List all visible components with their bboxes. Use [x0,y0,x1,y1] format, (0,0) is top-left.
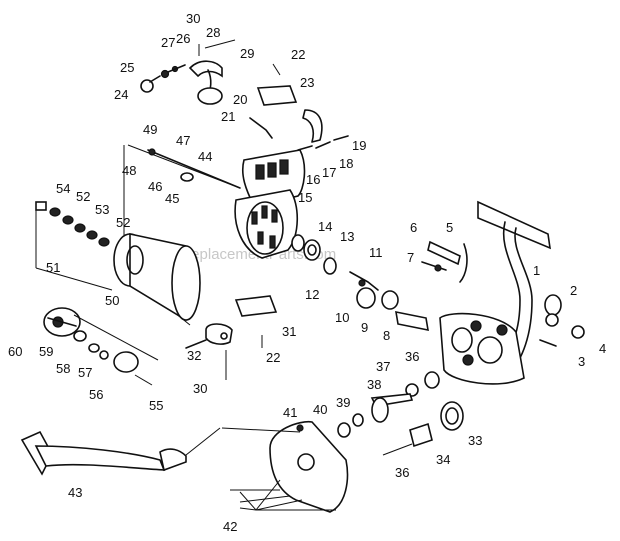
label-27: 27 [161,35,175,50]
label-43: 43 [68,485,82,500]
label-15: 15 [298,190,312,205]
spool [113,233,201,322]
side-cover [230,421,349,513]
pinion-gear [356,287,429,332]
label-12: 12 [305,287,319,302]
label-33: 33 [468,433,482,448]
label-2: 2 [570,283,577,298]
label-58: 58 [56,361,70,376]
label-13: 13 [340,229,354,244]
label-29: 29 [240,46,254,61]
label-51: 51 [46,260,60,275]
label-42: 42 [223,519,237,534]
label-22-top: 22 [291,47,305,62]
label-59: 59 [39,344,53,359]
label-21: 21 [221,109,235,124]
label-24: 24 [114,87,128,102]
label-22-bottom: 22 [266,350,280,365]
label-7: 7 [407,250,414,265]
label-52-lower: 52 [116,215,130,230]
part-number-labels: 30 26 27 28 29 22 25 24 23 20 21 19 18 1… [8,11,606,534]
label-38: 38 [367,377,381,392]
drag-washer-stack [35,201,113,291]
label-60: 60 [8,344,22,359]
label-34: 34 [436,452,450,467]
rotor [234,149,306,259]
label-26: 26 [176,31,190,46]
label-10: 10 [335,310,349,325]
label-8: 8 [383,328,390,343]
bail-arm-assembly [140,39,236,105]
drive-gear-parts [337,371,440,438]
label-47: 47 [176,133,190,148]
label-18: 18 [339,156,353,171]
label-17: 17 [322,165,336,180]
label-41: 41 [283,405,297,420]
label-31: 31 [282,324,296,339]
label-4: 4 [599,341,606,356]
label-11: 11 [369,245,383,260]
label-57: 57 [78,365,92,380]
label-56: 56 [89,387,103,402]
label-36-lower: 36 [395,465,409,480]
label-30: 30 [186,11,200,26]
label-46: 46 [148,179,162,194]
pinion-washers [291,234,379,291]
label-48: 48 [122,163,136,178]
label-1: 1 [533,263,540,278]
drag-knob-parts [43,307,159,386]
label-6: 6 [410,220,417,235]
label-49: 49 [143,122,157,137]
label-44: 44 [198,149,212,164]
label-50: 50 [105,293,119,308]
label-9: 9 [361,320,368,335]
label-53: 53 [95,202,109,217]
label-39: 39 [336,395,350,410]
label-16: 16 [306,172,320,187]
label-5: 5 [446,220,453,235]
label-30-bottom: 30 [193,381,207,396]
label-23: 23 [300,75,314,90]
label-3: 3 [578,354,585,369]
label-14: 14 [318,219,332,234]
crank-handle [20,427,301,476]
label-40: 40 [313,402,327,417]
gear-plate-parts [382,401,464,456]
label-45: 45 [165,191,179,206]
label-28: 28 [206,25,220,40]
oscillation-parts [421,240,468,283]
label-37: 37 [376,359,390,374]
label-52-upper: 52 [76,189,90,204]
spool-clip-parts [185,295,278,380]
reel-body [439,200,585,385]
label-19: 19 [352,138,366,153]
bail-spring-plate [256,63,298,106]
label-20: 20 [233,92,247,107]
label-54: 54 [56,181,70,196]
label-36-upper: 36 [405,349,419,364]
label-32: 32 [187,348,201,363]
label-55: 55 [149,398,163,413]
label-25: 25 [120,60,134,75]
